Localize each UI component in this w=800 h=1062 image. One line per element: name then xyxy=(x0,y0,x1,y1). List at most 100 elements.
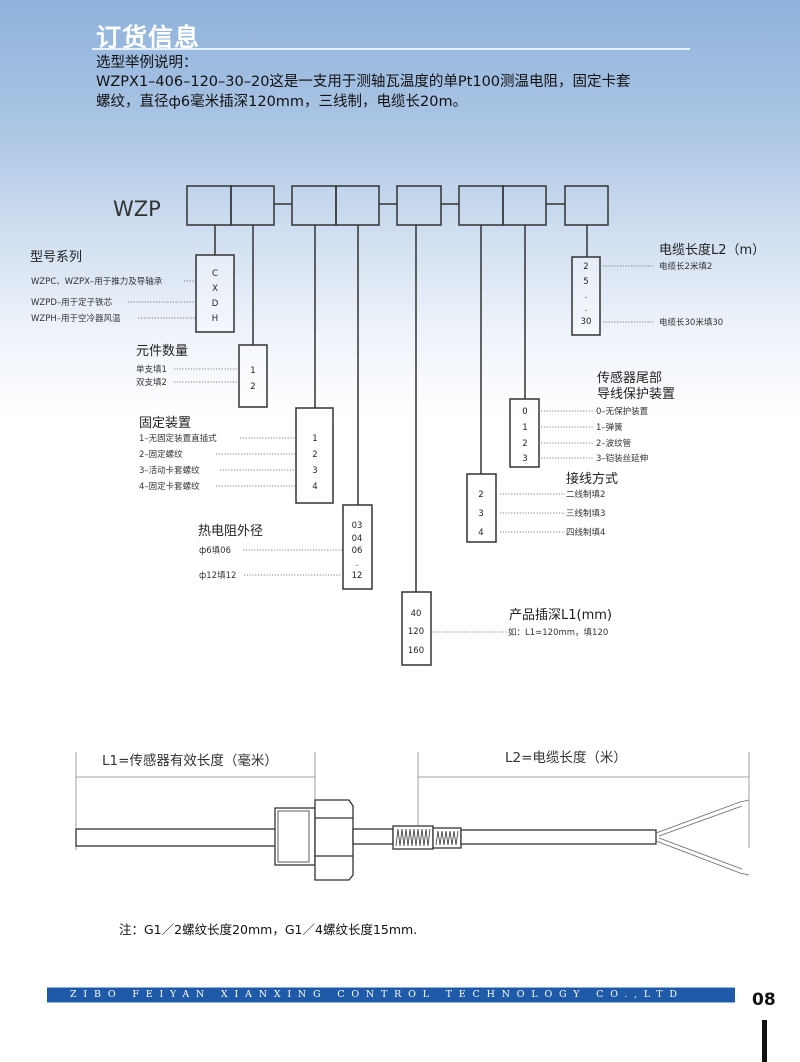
element-count-code-1: 1 xyxy=(250,366,255,376)
company-name: ZIBO FEIYAN XIANXING CONTROL TECHNOLOGY … xyxy=(70,989,684,1000)
model-prefix: WZP xyxy=(113,197,161,221)
wiring-title: 接线方式 xyxy=(566,471,618,487)
element-count-code-2: 2 xyxy=(250,382,255,392)
dimension-lines xyxy=(75,752,750,850)
mounting-desc-4: 4–固定卡套螺纹 xyxy=(139,481,200,492)
tail-protection-title-2: 导线保护装置 xyxy=(597,387,675,402)
title-divider xyxy=(92,48,690,50)
mounting-code-4: 4 xyxy=(312,482,317,492)
series-title: 型号系列 xyxy=(30,250,82,265)
wiring-desc-1: 二线制填2 xyxy=(566,489,605,500)
insertion-desc-1: 如：L1=120mm，填120 xyxy=(508,627,608,638)
series-code-1: C xyxy=(212,269,218,279)
leader-lines xyxy=(128,265,654,633)
code-box-tail-protection xyxy=(502,185,547,226)
sensor-body xyxy=(75,799,657,881)
cable-length-code-4: . xyxy=(585,304,588,314)
cable-length-desc-2: 电缆长30米填30 xyxy=(659,317,723,328)
sheath xyxy=(352,828,394,845)
code-box-wiring xyxy=(458,185,504,226)
diameter-title: 热电阻外径 xyxy=(198,524,263,539)
cable-length-title: 电缆长度L2（m） xyxy=(659,242,765,258)
intro-line-2: 螺纹，直径ф6毫米插深120mm，三线制，电缆长20m。 xyxy=(96,94,468,110)
cable-length-code-box xyxy=(571,256,601,336)
mounting-desc-2: 2–固定螺纹 xyxy=(139,449,183,460)
tail-protection-title-1: 传感器尾部 xyxy=(597,370,662,386)
tail-protection-code-3: 2 xyxy=(522,439,527,449)
sensor-drawing: L1=传感器有效长度（毫米） L2=电缆长度（米） xyxy=(75,750,750,881)
wiring-desc-3: 四线制填4 xyxy=(566,527,605,538)
insertion-code-box xyxy=(401,591,432,666)
code-boxes xyxy=(186,185,609,226)
series-code-3: D xyxy=(212,299,219,309)
tail-protection-desc-1: 0–无保护装置 xyxy=(596,406,649,417)
code-box-element-count xyxy=(230,185,275,226)
l1-dimension-label: L1=传感器有效长度（毫米） xyxy=(102,752,278,769)
insertion-title: 产品插深L1(mm) xyxy=(509,608,612,623)
code-box-cable-length xyxy=(564,185,609,226)
mounting-title: 固定装置 xyxy=(139,416,191,431)
mounting-code-1: 1 xyxy=(312,434,317,444)
cable-length-desc-1: 电缆长2米填2 xyxy=(659,261,712,272)
series-desc-3: WZPH–用于空冷器风温 xyxy=(31,313,121,324)
thread-fitting xyxy=(274,807,316,866)
wiring-code-2: 3 xyxy=(478,509,483,519)
diameter-code-2: 04 xyxy=(352,534,363,544)
element-count-desc-1: 单支填1 xyxy=(136,364,167,375)
footer-bar xyxy=(47,987,735,1003)
cable-length-code-1: 2 xyxy=(583,262,588,272)
series-code-4: H xyxy=(212,314,218,324)
page-marker-bar xyxy=(762,1020,767,1062)
tail-protection-code-4: 3 xyxy=(522,454,527,464)
mounting-desc-1: 1–无固定装置直插式 xyxy=(139,433,217,444)
connector-lines xyxy=(214,225,588,592)
series-code-2: X xyxy=(212,284,218,294)
mounting-code-2: 2 xyxy=(312,450,317,460)
element-count-desc-2: 双支填2 xyxy=(136,377,167,388)
thread-length-note: 注：G1／2螺纹长度20mm，G1／4螺纹长度15mm. xyxy=(119,922,418,937)
element-count-code-box xyxy=(238,344,268,408)
diameter-desc-1: ф6填06 xyxy=(199,545,231,556)
wiring-code-1: 2 xyxy=(478,490,483,500)
cable-length-code-5: 30 xyxy=(581,317,592,327)
code-box-insertion xyxy=(396,185,442,226)
series-code-box xyxy=(195,254,235,333)
diameter-desc-2: ф12填12 xyxy=(199,570,236,581)
tail-protection-code-2: 1 xyxy=(522,423,527,433)
l2-dimension-label: L2=电缆长度（米） xyxy=(505,750,627,766)
series-desc-2: WZPD–用于定子铁芯 xyxy=(31,297,113,308)
page-number: 08 xyxy=(752,990,776,1010)
wiring-code-box xyxy=(466,473,497,543)
wiring-code-3: 4 xyxy=(478,528,483,538)
tail-protection-code-1: 0 xyxy=(522,407,527,417)
intro-line-1: WZPX1–406–120–30–20这是一支用于测轴瓦温度的单Pt100测温电… xyxy=(96,74,631,90)
tail-protection-code-box xyxy=(509,398,540,468)
series-desc-1: WZPC、WZPX–用于推力及导轴承 xyxy=(31,276,163,287)
insertion-code-1: 40 xyxy=(411,609,422,619)
ordering-code-diagram: WZP xyxy=(30,185,765,881)
intro-label: 选型举例说明： xyxy=(96,55,198,71)
lead-wires xyxy=(655,799,750,876)
code-box-diameter xyxy=(335,185,380,226)
page-title: 订货信息 xyxy=(96,23,201,52)
cable-length-code-2: 5 xyxy=(583,277,588,287)
cable xyxy=(460,829,657,845)
code-box-series xyxy=(186,185,232,226)
wiring-desc-2: 三线制填3 xyxy=(566,508,605,519)
diameter-code-5: 12 xyxy=(352,571,363,581)
tail-protection-desc-2: 1–弹簧 xyxy=(596,422,623,433)
code-box-mounting xyxy=(291,185,337,226)
mounting-code-3: 3 xyxy=(312,466,317,476)
diameter-code-box xyxy=(342,504,373,590)
mounting-desc-3: 3–活动卡套螺纹 xyxy=(139,465,200,476)
insertion-code-2: 120 xyxy=(408,627,424,637)
diameter-code-3: 06 xyxy=(352,546,363,556)
diameter-code-1: 03 xyxy=(352,521,363,531)
cable-length-code-3: . xyxy=(585,291,588,301)
hex-nut xyxy=(314,799,354,881)
insertion-code-3: 160 xyxy=(408,646,424,656)
tail-protection-desc-3: 2–波纹管 xyxy=(596,438,631,449)
probe-tube xyxy=(75,828,277,847)
element-count-title: 元件数量 xyxy=(136,344,188,359)
mounting-code-box xyxy=(295,407,334,504)
